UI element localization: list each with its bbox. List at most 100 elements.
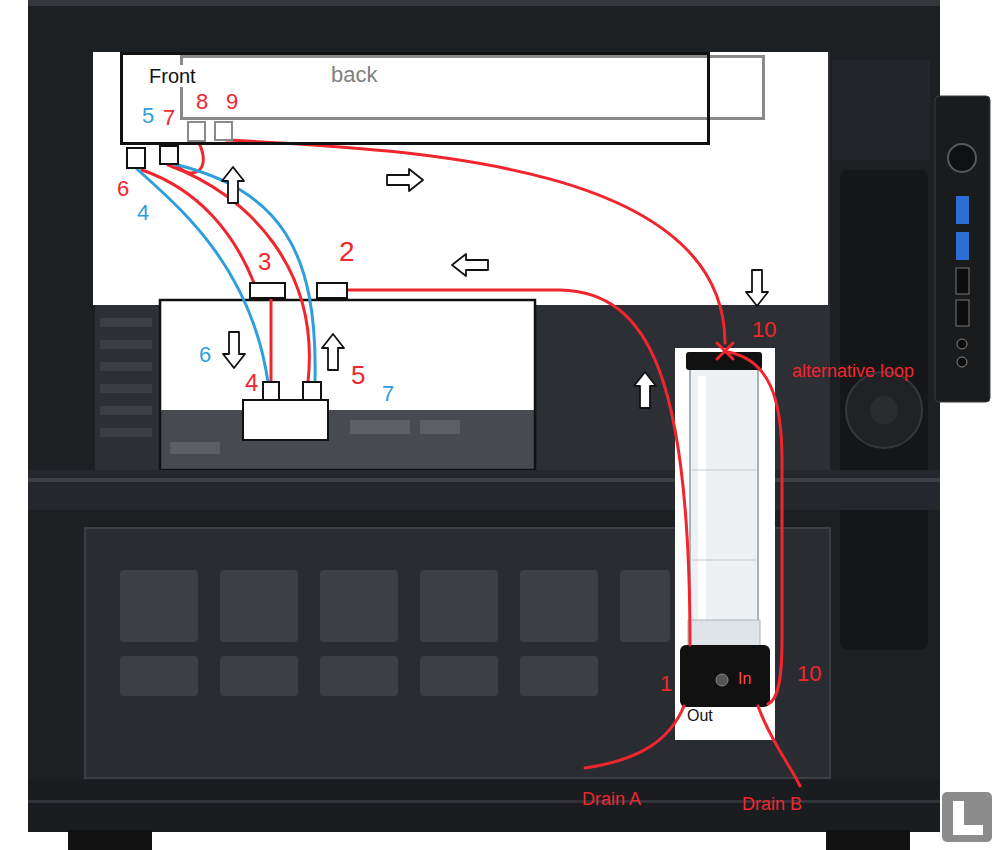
outline-box: back (180, 55, 765, 120)
red-tube (226, 140, 725, 343)
pci-slot (100, 384, 152, 393)
cutout (220, 570, 298, 642)
motherboard-outline (160, 300, 535, 470)
annotation-label: Drain B (740, 795, 804, 815)
fitting (127, 148, 145, 168)
pump-base (680, 645, 770, 707)
label-slot: 10 (795, 662, 823, 686)
pci-slot (100, 340, 152, 349)
label-slot: Drain B (740, 795, 804, 815)
io-panel (935, 96, 990, 402)
cross-stroke (717, 343, 733, 359)
fitting (303, 382, 321, 400)
callout-number: 5 (349, 361, 367, 390)
red-tube (347, 290, 690, 645)
cutout (520, 656, 598, 696)
pump-port (716, 674, 728, 686)
fitting (263, 382, 279, 400)
tray-slot (350, 420, 410, 434)
label-slot: Out (685, 707, 715, 725)
callout-number: 7 (380, 382, 396, 406)
reservoir-tube (690, 368, 758, 646)
blue-tube (174, 164, 315, 382)
case-foot (826, 830, 910, 850)
callout-number: 4 (135, 201, 151, 225)
motherboard-tray (160, 410, 535, 470)
label-slot: 1 (658, 672, 674, 696)
label-slot: Drain A (580, 790, 643, 810)
reservoir-backdrop (675, 348, 775, 740)
callout-number: 8 (194, 90, 210, 114)
cross-stroke (717, 343, 733, 359)
fitting (160, 146, 178, 164)
callout-number: 4 (243, 370, 260, 396)
tube-mark (692, 560, 756, 561)
power-button (948, 144, 976, 172)
flow-arrow (746, 270, 768, 306)
label-slot: 2 (337, 237, 357, 268)
callout-number: 5 (140, 104, 156, 128)
case-foot (68, 830, 152, 850)
label-slot: alternative loop (790, 362, 916, 382)
label-slot: 3 (256, 249, 273, 275)
callout-number: 2 (337, 237, 357, 268)
red-tube (728, 352, 782, 704)
flow-arrow (222, 167, 244, 203)
label-slot: 9 (224, 90, 240, 114)
usb-port (956, 300, 969, 326)
annotation-label: Out (685, 707, 715, 725)
bottom-rail-edge (28, 800, 940, 803)
tube-highlight (698, 376, 706, 626)
usb-port (956, 232, 969, 260)
flow-arrow (387, 169, 423, 191)
flow-arrows (222, 167, 768, 408)
drain-line (758, 706, 800, 786)
fitting (188, 122, 205, 141)
drive-cage (832, 60, 930, 160)
fan-hub (870, 396, 898, 424)
case-divider (28, 470, 940, 510)
case-edge (28, 0, 940, 6)
fittings (127, 122, 347, 400)
cutout (420, 656, 498, 696)
callout-number: 10 (750, 318, 778, 342)
cutout (320, 656, 398, 696)
tube-mark (692, 470, 756, 471)
label-slot: 6 (115, 177, 131, 201)
drain-line (585, 706, 684, 768)
pci-slots (100, 318, 152, 437)
box-label: Front (147, 65, 198, 87)
callout-number: 1 (658, 672, 674, 696)
cross-mark (717, 343, 733, 359)
cutout (120, 656, 198, 696)
tube-ring (688, 620, 760, 646)
cutout (120, 570, 198, 642)
callout-number: 6 (197, 343, 213, 367)
cutout (320, 570, 398, 642)
label-slot: 7 (161, 106, 177, 130)
bottom-rail (28, 780, 940, 832)
audio-jack (957, 339, 967, 349)
fitting (250, 283, 285, 298)
callout-number: 6 (115, 177, 131, 201)
label-slot: 7 (380, 382, 396, 406)
case-divider-edge (28, 478, 940, 482)
box-label: back (329, 63, 379, 87)
label-slot: 5 (349, 361, 367, 390)
tubing (136, 140, 800, 786)
audio-jack (957, 357, 967, 367)
callout-number: 9 (224, 90, 240, 114)
callout-number: 10 (795, 662, 823, 686)
label-slot: 4 (243, 370, 260, 396)
tray-slot (420, 420, 460, 434)
flow-arrow (223, 332, 245, 368)
pci-slot (100, 406, 152, 415)
case-frame (28, 0, 940, 832)
label-slot: 8 (194, 90, 210, 114)
white-overlay (160, 300, 535, 410)
label-slot: 10 (750, 318, 778, 342)
tray-slot (170, 442, 220, 454)
